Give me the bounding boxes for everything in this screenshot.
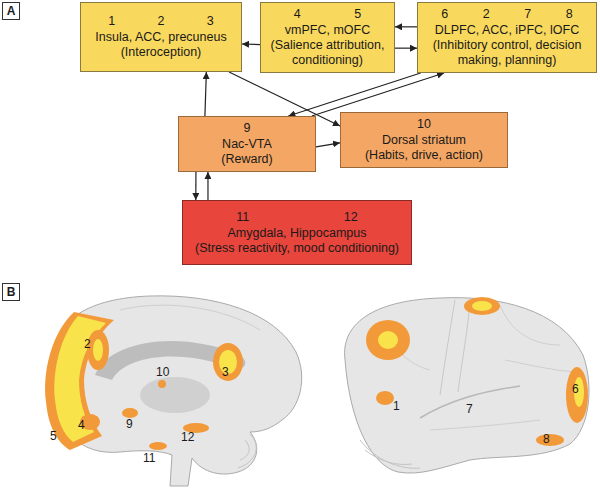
callout-number: 1 bbox=[108, 14, 115, 29]
lateral-brain bbox=[345, 297, 589, 473]
callout-number: 11 bbox=[143, 452, 155, 464]
region-name: Nac-VTA bbox=[185, 137, 309, 152]
arrow-connector bbox=[207, 172, 208, 200]
callout-number: 8 bbox=[543, 433, 550, 445]
function-label: (Interoception) bbox=[87, 45, 235, 60]
number-row: 6 2 7 8 bbox=[424, 7, 590, 22]
region-name: vmPFC, mOFC bbox=[267, 23, 388, 38]
network-box: 6 2 7 8DLPFC, ACC, iPFC, lOFC(Inhibitory co… bbox=[417, 2, 597, 73]
number-row: 10 bbox=[347, 117, 501, 132]
callout-number: 7 bbox=[524, 7, 531, 22]
callout-number: 2 bbox=[84, 338, 91, 350]
callout-number: 2 bbox=[483, 7, 490, 22]
network-box: 1 2 3Insula, ACC, precuneus(Interoception) bbox=[80, 2, 242, 72]
callout-number: 6 bbox=[441, 7, 448, 22]
medial-brain bbox=[45, 296, 302, 486]
callout-number: 5 bbox=[50, 430, 57, 442]
network-box: 10Dorsal striatum(Habits, drive, action) bbox=[340, 112, 508, 168]
panel-label: B bbox=[2, 283, 20, 301]
callout-number: 4 bbox=[294, 7, 301, 22]
number-row: 11 12 bbox=[189, 210, 405, 225]
arrow-connector bbox=[395, 26, 417, 27]
panel-label: A bbox=[2, 2, 20, 20]
function-label: (Inhibitory control, decision making, pl… bbox=[424, 38, 590, 68]
number-row: 9 bbox=[185, 121, 309, 136]
arrow-connector bbox=[205, 72, 206, 116]
callout-number: 2 bbox=[158, 14, 165, 29]
region-name: Dorsal striatum bbox=[347, 133, 501, 148]
arrow-connector bbox=[316, 143, 340, 147]
arrow-connector bbox=[395, 48, 417, 49]
callout-number: 10 bbox=[417, 117, 431, 132]
callout-number: 3 bbox=[207, 14, 214, 29]
function-label: (Salience attribution, conditioning) bbox=[267, 38, 388, 68]
function-label: (Habits, drive, action) bbox=[347, 148, 501, 163]
callout-number: 12 bbox=[181, 431, 194, 443]
callout-number: 12 bbox=[344, 210, 358, 225]
callout-number: 10 bbox=[156, 366, 169, 378]
callout-number: 5 bbox=[354, 7, 361, 22]
callout-number: 8 bbox=[566, 7, 573, 22]
callout-number: 11 bbox=[236, 210, 249, 225]
function-label: (Stress reactivity, mood conditioning) bbox=[189, 241, 405, 256]
arrow-connector bbox=[195, 172, 196, 200]
number-row: 1 2 3 bbox=[87, 14, 235, 29]
function-label: (Reward) bbox=[185, 152, 309, 167]
callout-number: 4 bbox=[78, 419, 85, 431]
callout-number: 9 bbox=[126, 418, 133, 430]
arrow-connector bbox=[242, 43, 260, 45]
region-name: Insula, ACC, precuneus bbox=[87, 30, 235, 45]
region-name: Amygdala, Hippocampus bbox=[189, 226, 405, 241]
callout-number: 6 bbox=[572, 383, 579, 395]
network-box: 11 12Amygdala, Hippocampus(Stress reactiv… bbox=[182, 200, 412, 265]
network-box: 45vmPFC, mOFC(Salience attribution, cond… bbox=[260, 2, 395, 73]
arrow-connector bbox=[288, 73, 420, 116]
callout-number: 7 bbox=[466, 403, 473, 415]
callout-number: 3 bbox=[222, 366, 229, 378]
callout-number: 9 bbox=[244, 121, 251, 136]
region-name: DLPFC, ACC, iPFC, lOFC bbox=[424, 23, 590, 38]
callout-number: 1 bbox=[393, 400, 400, 412]
number-row: 45 bbox=[267, 7, 388, 22]
network-box: 9Nac-VTA(Reward) bbox=[178, 116, 316, 172]
arrow-connector bbox=[312, 73, 444, 116]
